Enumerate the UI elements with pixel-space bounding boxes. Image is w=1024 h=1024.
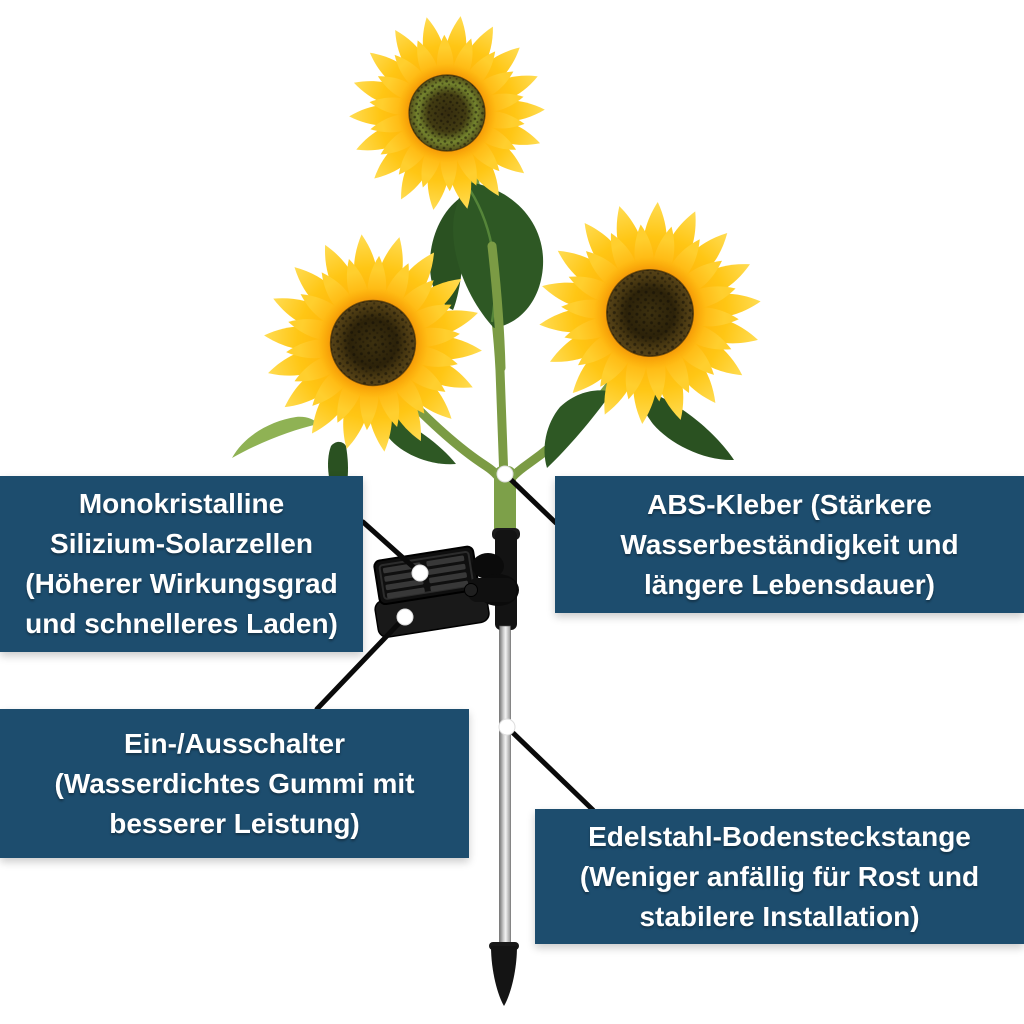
callout-text-line: Wasserbeständigkeit und xyxy=(620,528,959,560)
callout-text-line: längere Lebensdauer) xyxy=(644,568,935,600)
callout-solar-cells: Monokristalline Silizium-Solarzellen (Hö… xyxy=(0,476,363,652)
callout-text-line: (Höherer Wirkungsgrad xyxy=(25,568,338,599)
callout-text-line: und schnelleres Laden) xyxy=(25,608,338,639)
leaf-right-inner xyxy=(544,390,612,468)
marker-dot-stake xyxy=(498,718,516,736)
ground-stake-pole xyxy=(499,625,511,949)
callout-text-line: besserer Leistung) xyxy=(109,807,360,839)
on-off-switch xyxy=(464,583,478,597)
sunflower-left xyxy=(253,223,494,463)
callout-text-line: Edelstahl-Bodensteckstange xyxy=(588,820,971,852)
callout-line-solar-cells xyxy=(360,519,423,576)
leaf-right-outer xyxy=(637,388,734,461)
panel-bezel xyxy=(378,550,475,600)
leaf-left-outer xyxy=(232,416,318,458)
callout-text-line: ABS-Kleber (Stärkere xyxy=(647,488,932,520)
stem-bundle xyxy=(494,466,516,538)
leaf-center xyxy=(453,182,544,328)
callout-text-line: Monokristalline xyxy=(78,488,285,519)
callout-abs-glue: ABS-Kleber (Stärkere Wasserbeständigkeit… xyxy=(555,476,1024,613)
callout-text-line: Silizium-Solarzellen xyxy=(50,528,313,559)
marker-dot-solar-cells xyxy=(411,564,429,582)
panel-clamp xyxy=(464,553,519,606)
callout-text-line: (Wasserdichtes Gummi mit xyxy=(54,767,415,799)
callout-line-switch xyxy=(314,614,408,712)
marker-dot-switch xyxy=(396,608,414,626)
sunflower-right xyxy=(531,194,769,432)
callout-lines xyxy=(314,471,596,813)
callout-text-line: (Weniger anfällig für Rost und xyxy=(579,860,980,892)
callout-ground-stake: Edelstahl-Bodensteckstange (Weniger anfä… xyxy=(535,809,1024,944)
stake-tip xyxy=(491,946,517,1006)
callout-line-stake xyxy=(504,724,596,813)
callout-line-abs-glue xyxy=(502,471,559,526)
sunflower-top xyxy=(336,2,558,223)
callout-text-line: stabilere Installation) xyxy=(639,900,920,932)
solar-cell-slats xyxy=(382,555,469,599)
marker-dots xyxy=(396,465,516,736)
stem-over-leaf xyxy=(487,241,506,373)
callout-power-switch: Ein-/Ausschalter (Wasserdichtes Gummi mi… xyxy=(0,709,469,858)
callout-text-line: Ein-/Ausschalter xyxy=(124,727,345,759)
marker-dot-abs-glue xyxy=(496,465,514,483)
